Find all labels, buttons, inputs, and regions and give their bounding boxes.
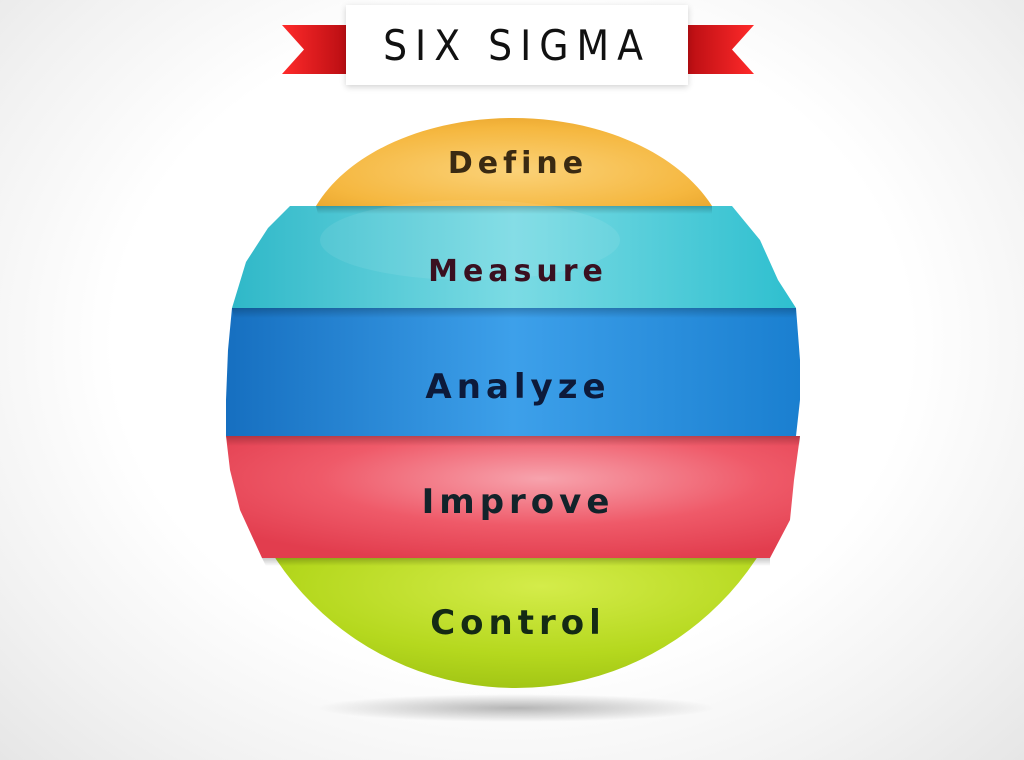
band-improve	[226, 436, 800, 566]
sphere-shadow	[316, 694, 716, 722]
stage-label-measure: Measure	[428, 254, 608, 289]
banner-ribbon	[282, 25, 754, 74]
band-define	[316, 118, 712, 206]
band-measure	[232, 206, 796, 318]
ribbon-tail-left	[282, 25, 348, 74]
ribbon-tail-right	[686, 25, 754, 74]
stage-label-analyze: Analyze	[425, 367, 610, 407]
stage-label-control: Control	[430, 603, 606, 643]
stage-label-improve: Improve	[422, 482, 615, 522]
banner: SIX SIGMA	[346, 5, 688, 85]
band-analyze	[226, 308, 800, 446]
banner-title: SIX SIGMA	[383, 21, 651, 70]
stage-label-define: Define	[448, 146, 588, 181]
define-fold-shadow	[316, 206, 712, 214]
sphere-highlight	[320, 200, 620, 280]
